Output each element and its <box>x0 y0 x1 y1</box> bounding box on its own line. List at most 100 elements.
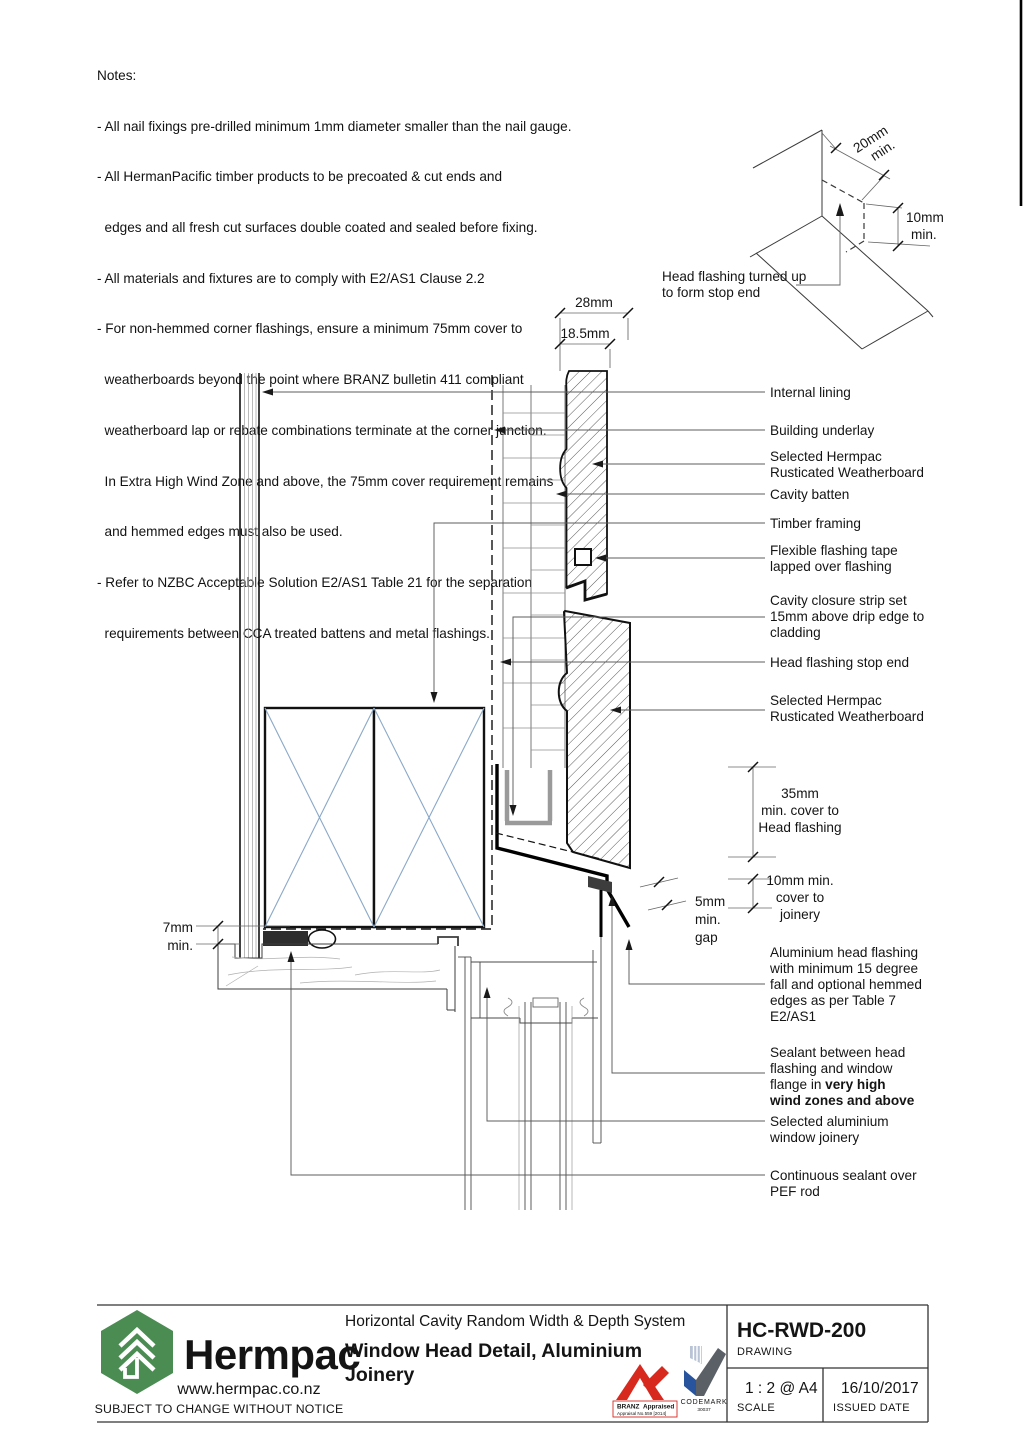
dim-35mm-line3: Head flashing <box>758 820 841 835</box>
drawing-number: HC-RWD-200 <box>737 1319 866 1342</box>
dim-18-5mm: 18.5mm <box>560 326 609 341</box>
callout-weatherboard-upper: Selected Hermpac <box>770 449 882 464</box>
notes-title: Notes: <box>97 67 137 83</box>
note-line: - Refer to NZBC Acceptable Solution E2/A… <box>97 575 532 590</box>
head-flashing-stop-end-mark <box>565 578 608 602</box>
dim-7mm-min: min. <box>167 938 193 953</box>
dim-7mm: 7mm <box>163 920 193 935</box>
pef-rod <box>307 929 337 949</box>
aluminium-head-flashing-line <box>495 764 631 928</box>
codemark-number: 30037 <box>697 1407 711 1413</box>
arrow-up-icon <box>608 895 616 906</box>
arrow-left-icon <box>556 490 567 498</box>
issued-date-label: ISSUED DATE <box>833 1402 910 1414</box>
callout-flexible-tape: Flexible flashing tape <box>770 543 898 558</box>
arrow-left-icon <box>494 426 505 434</box>
flashing-hem-dashed-line <box>495 832 602 860</box>
codemark-label: CODEMARK <box>681 1399 728 1406</box>
branz-sublabel: Appraised <box>643 1404 674 1411</box>
callout-sealant-flange: Sealant between head <box>770 1045 905 1060</box>
dim-5mm: 5mm <box>695 894 725 909</box>
timber-reveal-board <box>217 936 459 1012</box>
note-line: - All materials and fixtures are to comp… <box>97 270 485 286</box>
callout-internal-lining: Internal lining <box>770 385 851 400</box>
callout-cavity-closure: Cavity closure strip set <box>770 593 907 608</box>
branz-appraised-logo: BRANZ Appraised Appraisal No.559 [2014] <box>612 1364 678 1418</box>
leader-arrowheads <box>262 388 633 998</box>
callout-head-flashing-4: edges as per Table 7 <box>770 993 896 1008</box>
callout-timber-framing: Timber framing <box>770 516 861 531</box>
note-line: and hemmed edges must also be used. <box>97 524 343 540</box>
timber-lintel-section <box>263 706 486 929</box>
note-line: requirements between CCA treated battens… <box>97 625 490 641</box>
iso-dim-20mm-lines <box>821 132 891 201</box>
branz-a-icon <box>616 1364 664 1400</box>
callout-stop-end: Head flashing stop end <box>770 655 909 670</box>
callout-pef-sealant: Continuous sealant over <box>770 1168 917 1183</box>
wood-grain-lines <box>225 956 441 987</box>
drawing-number-label: DRAWING <box>737 1346 793 1358</box>
building-underlay-dashed-line <box>263 375 493 930</box>
callout-weatherboard-lower-2: Rusticated Weatherboard <box>770 709 924 724</box>
callout-cavity-batten: Cavity batten <box>770 487 849 502</box>
scale-label: SCALE <box>737 1402 775 1414</box>
system-title: Horizontal Cavity Random Width & Depth S… <box>345 1313 685 1330</box>
arrow-down-icon <box>509 805 517 816</box>
callout-cavity-closure-2: 15mm above drip edge to <box>770 609 924 624</box>
dim-10mm-cover: 10mm min. <box>766 873 833 888</box>
iso-dim-20mm-text: 20mm min. <box>851 123 898 164</box>
callout-window-joinery-2: window joinery <box>769 1130 859 1145</box>
callout-cavity-closure-3: cladding <box>770 625 821 640</box>
note-line: - All HermanPacific timber products to b… <box>97 169 502 185</box>
aluminium-window-joinery-section <box>458 937 602 1210</box>
note-line: - All nail fixings pre-drilled minimum 1… <box>97 118 572 134</box>
weatherboard-lower-section <box>557 609 631 870</box>
arrow-up-icon <box>836 203 844 216</box>
dim-10mm-line3: joinery <box>779 907 820 922</box>
scale-value: 1 : 2 @ A4 <box>745 1380 818 1397</box>
website-link[interactable]: www.hermpac.co.nz <box>176 1381 320 1398</box>
dim-35mm-line2: min. cover to <box>761 803 839 818</box>
callout-weatherboard-upper-2: Rusticated Weatherboard <box>770 465 924 480</box>
callout-sealant-flange-4: wind zones and above <box>769 1093 915 1108</box>
branz-appraisal-number: Appraisal No.559 [2014] <box>617 1411 666 1416</box>
iso-stop-end-detail <box>749 129 934 350</box>
flexible-flashing-tape-marker <box>574 548 592 566</box>
arrow-down-icon <box>430 692 438 703</box>
callout-leader-lines <box>266 391 765 1176</box>
title-block-border <box>97 1304 929 1423</box>
codemark-logo: CODEMARK 30037 <box>681 1346 728 1413</box>
arrow-up-icon <box>625 939 633 950</box>
note-line: In Extra High Wind Zone and above, the 7… <box>97 473 554 489</box>
callout-sealant-flange-3: flange in very high <box>770 1077 886 1092</box>
continuous-sealant-block <box>263 931 308 946</box>
dimension-ticks <box>212 307 759 950</box>
lintel-cross-lines <box>264 707 485 928</box>
iso-stop-end-dashed-flashing <box>821 179 865 253</box>
callout-sealant-flange-2: flashing and window <box>770 1061 893 1076</box>
arrow-left-icon <box>262 388 273 396</box>
codemark-check-right <box>696 1348 726 1396</box>
dim-5mm-min: min. <box>695 912 721 927</box>
sealant-patch <box>588 876 612 893</box>
callout-head-flashing-5: E2/AS1 <box>770 1009 816 1024</box>
hermpac-tree-icon <box>118 1326 156 1379</box>
branz-label: BRANZ <box>617 1404 639 1411</box>
dim-35mm: 35mm <box>781 786 819 801</box>
arrow-up-icon <box>287 951 295 962</box>
callout-pef-sealant-2: PEF rod <box>770 1184 820 1199</box>
arrow-left-icon <box>610 706 621 714</box>
callout-window-joinery: Selected aluminium <box>770 1114 889 1129</box>
callout-head-flashing-2: with minimum 15 degree <box>769 961 918 976</box>
drawing-title: Window Head Detail, Aluminium <box>345 1340 642 1362</box>
cavity-batten-framing-grid <box>502 385 566 768</box>
dim-ticks <box>830 142 890 181</box>
brand-wordmark: Hermpac <box>184 1331 360 1378</box>
hermpac-logo <box>101 1310 173 1394</box>
callout-building-underlay: Building underlay <box>770 423 874 438</box>
issued-date-value: 16/10/2017 <box>841 1380 919 1397</box>
note-line: weatherboards beyond the point where BRA… <box>97 372 524 388</box>
dimension-lines <box>196 312 776 945</box>
arrow-up-icon <box>483 987 491 998</box>
